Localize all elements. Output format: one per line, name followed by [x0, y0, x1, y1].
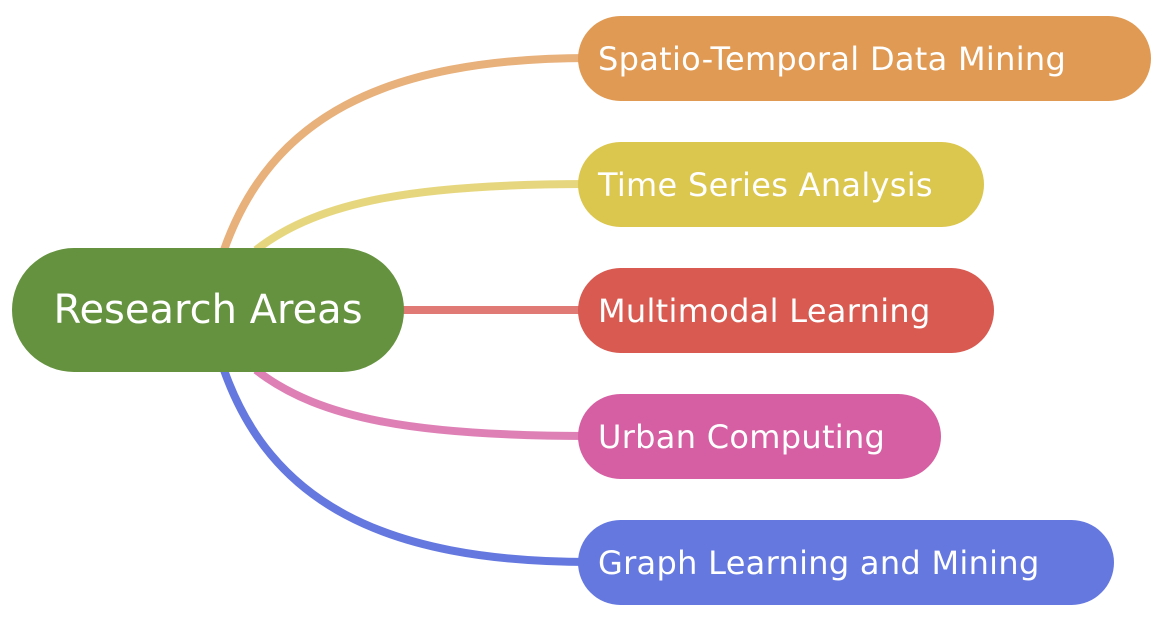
branch-node-urban-computing: Urban Computing: [578, 394, 941, 479]
link-graph: [220, 368, 591, 566]
branch-node-time-series: Time Series Analysis: [578, 142, 984, 227]
link-spatio-temporal: [220, 54, 591, 252]
branch-node-multimodal: Multimodal Learning: [578, 268, 994, 353]
branch-node-spatio-temporal: Spatio-Temporal Data Mining: [578, 16, 1151, 101]
link-time-series: [253, 180, 591, 254]
root-node-research-areas: Research Areas: [12, 248, 404, 372]
branch-node-graph-learning: Graph Learning and Mining: [578, 520, 1114, 605]
link-urban: [253, 366, 591, 440]
